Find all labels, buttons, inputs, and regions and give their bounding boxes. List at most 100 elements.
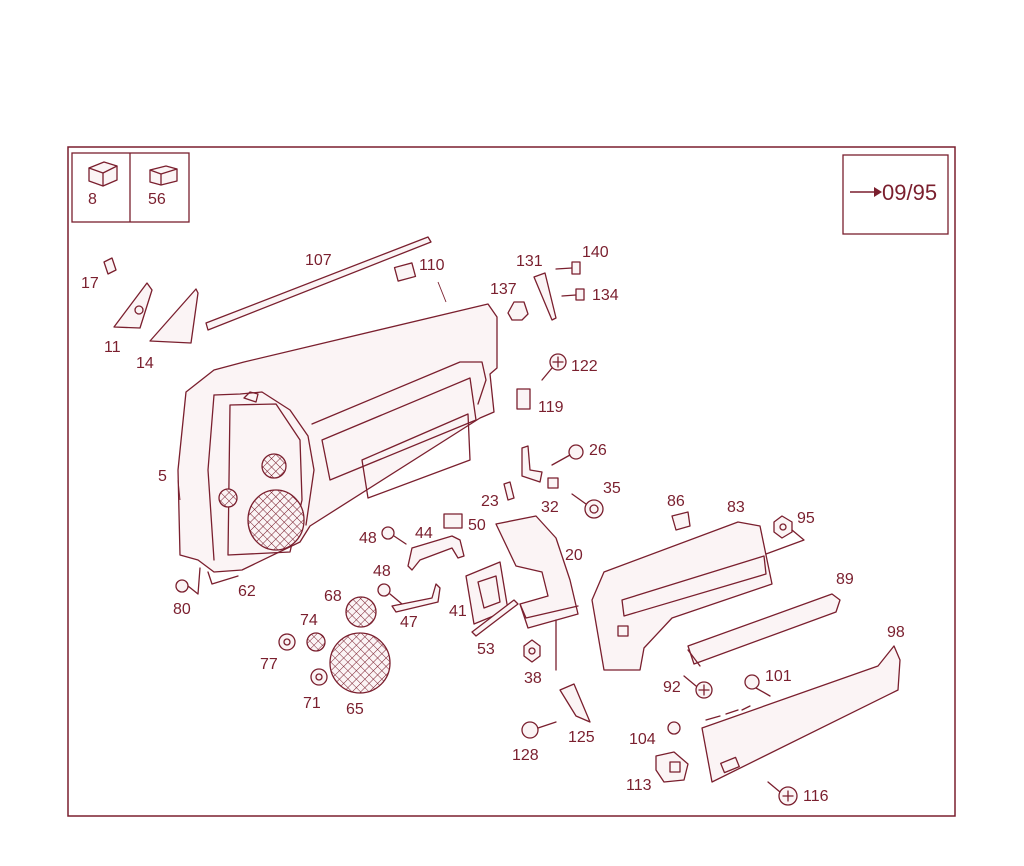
part-44-handle-mechanism [407, 535, 465, 571]
callout-116: 116 [803, 788, 829, 805]
callout-104: 104 [629, 731, 656, 748]
callout-83: 83 [727, 499, 745, 516]
callout-137: 137 [490, 281, 517, 298]
part-95-nut [765, 515, 805, 555]
callout-107: 107 [305, 252, 332, 269]
callout-101: 101 [765, 668, 792, 685]
callout-95: 95 [797, 510, 815, 527]
callout-26: 26 [589, 442, 607, 459]
callout-86: 86 [667, 493, 685, 510]
callout-80: 80 [173, 601, 191, 618]
part-11-cover [113, 282, 153, 329]
part-83-lower-panel [591, 521, 773, 671]
callout-68: 68 [324, 588, 342, 605]
part-65-grille [329, 632, 391, 694]
part-101-screw [744, 674, 771, 697]
date-code-box: 09/95 [842, 154, 949, 235]
callout-23: 23 [481, 493, 499, 510]
pad-icon [149, 165, 178, 186]
leader-5 [177, 479, 181, 501]
part-35-bolt [571, 493, 604, 519]
part-116-screw [767, 781, 798, 806]
callout-labels: 5 11 14 17 107 110 131 140 137 134 122 1… [81, 244, 905, 805]
callout-128: 128 [512, 747, 539, 764]
part-50-bracket [443, 513, 463, 529]
callout-119: 119 [538, 399, 564, 416]
part-5-door-panel [177, 303, 498, 573]
leader-110 [437, 281, 447, 303]
callout-38: 38 [524, 670, 542, 687]
callout-131: 131 [516, 253, 543, 270]
part-17-clip [103, 257, 117, 275]
part-48b-screw [377, 583, 403, 605]
callout-11: 11 [104, 339, 121, 356]
callout-47: 47 [400, 614, 418, 631]
part-23-clip [503, 481, 515, 501]
arrow-right-icon [874, 187, 882, 197]
legend-label-56: 56 [148, 191, 166, 208]
callout-44: 44 [415, 525, 433, 542]
callout-35: 35 [603, 480, 621, 497]
callout-48: 48 [359, 530, 377, 547]
callout-122: 122 [571, 358, 598, 375]
part-98-lower-trim [701, 645, 901, 783]
callout-134: 134 [592, 287, 619, 304]
part-71-ring [310, 668, 328, 686]
legend-box: 8 56 [71, 152, 190, 223]
part-140-screw [555, 261, 581, 275]
part-47-linkage [391, 583, 441, 613]
part-14-cover [149, 288, 199, 344]
part-119-clip [516, 388, 531, 410]
callout-32: 32 [541, 499, 559, 516]
part-89-trim-strip [687, 593, 841, 667]
part-26-screw [551, 444, 584, 466]
part-125-bracket [559, 683, 591, 723]
callout-125: 125 [568, 729, 595, 746]
part-113-clip [655, 751, 689, 783]
callout-89: 89 [836, 571, 854, 588]
callout-113: 113 [626, 777, 652, 794]
callout-71: 71 [303, 695, 321, 712]
part-104-screw [667, 721, 681, 735]
legend-label-8: 8 [88, 191, 97, 208]
callout-20: 20 [565, 547, 583, 564]
part-32-clip [547, 477, 559, 489]
part-77-ring [278, 633, 296, 651]
part-134-screw [561, 288, 585, 301]
callout-17: 17 [81, 275, 99, 292]
part-62-edge [207, 571, 239, 585]
part-53-strip [471, 599, 519, 637]
part-110-switch [393, 262, 417, 282]
part-48-screw [381, 526, 407, 545]
clip-icon [88, 161, 118, 187]
callout-74: 74 [300, 612, 318, 629]
part-80-clip [175, 567, 201, 595]
callout-110: 110 [419, 257, 445, 274]
callout-77: 77 [260, 656, 278, 673]
part-68-grille [345, 596, 377, 628]
part-137-plug [507, 301, 529, 321]
part-23-bracket [521, 445, 543, 483]
part-122-screw [541, 353, 567, 381]
part-107-weatherstrip [205, 236, 432, 331]
callout-14: 14 [136, 355, 154, 372]
callout-62: 62 [238, 583, 256, 600]
callout-140: 140 [582, 244, 609, 261]
callout-98: 98 [887, 624, 905, 641]
callout-65: 65 [346, 701, 364, 718]
diagram-frame [67, 146, 956, 817]
callout-5: 5 [158, 468, 167, 485]
callout-50: 50 [468, 517, 486, 534]
part-92-screw [683, 675, 713, 699]
callout-48b: 48 [373, 563, 391, 580]
callout-92: 92 [663, 679, 681, 696]
callout-53: 53 [477, 641, 495, 658]
part-38-nut [523, 639, 541, 663]
part-128-screw [521, 721, 557, 739]
date-code-text: 09/95 [882, 180, 937, 205]
part-20-armrest [495, 515, 579, 629]
part-86-clip [671, 511, 691, 531]
part-74-grille [306, 632, 326, 652]
callout-41: 41 [449, 603, 467, 620]
